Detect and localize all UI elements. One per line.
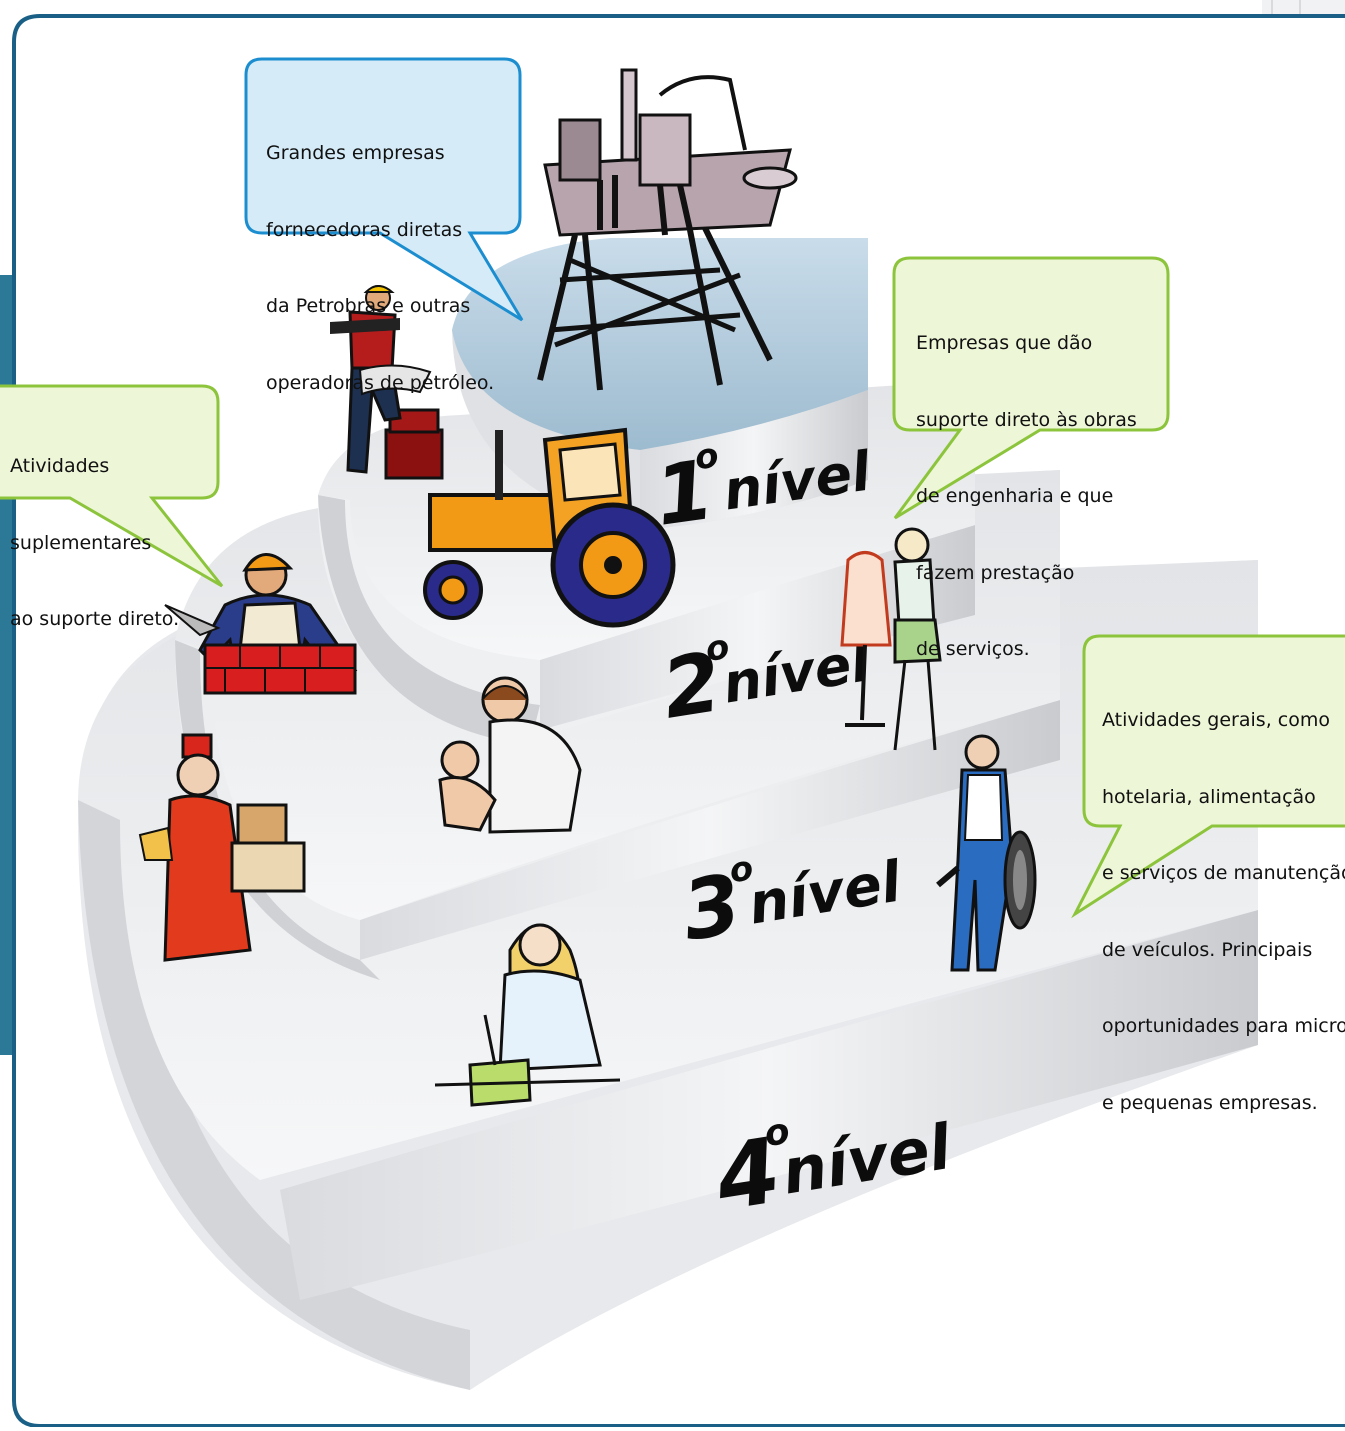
bubble-top-line: operadoras de petróleo. (266, 371, 495, 394)
cook-icon (434, 923, 621, 1107)
bubble-left-line: ao suporte direto. (10, 608, 180, 630)
bubble-far-right-text: Atividades gerais, como hotelaria, alime… (1102, 657, 1345, 1142)
bubble-right-text: Empresas que dão suporte direto às obras… (916, 280, 1137, 688)
bubble-far-right-line: de veículos. Principais (1102, 938, 1313, 961)
bubble-far-right-line: Atividades gerais, como (1102, 709, 1330, 731)
bubble-top-line: fornecedoras diretas (266, 218, 463, 241)
level-label-3: 3 o nível (676, 848, 906, 960)
svg-text:o: o (692, 435, 721, 478)
bubble-right-line: fazem prestação (916, 561, 1075, 584)
bubble-left-text: Atividades suplementares ao suporte dire… (10, 403, 179, 658)
bubble-far-right-line: oportunidades para micro (1102, 1015, 1345, 1037)
bubble-far-right-line: e serviços de manutenção (1102, 862, 1345, 884)
bubble-top-text: Grandes empresas fornecedoras diretas da… (266, 90, 494, 422)
bubble-left-line: Atividades (10, 455, 110, 477)
tailor-icon (840, 527, 942, 751)
bellhop-icon (138, 733, 306, 962)
bubble-top-line: Grandes empresas (266, 142, 445, 164)
bubble-right-line: de engenharia e que (916, 485, 1114, 507)
doctor-icon (438, 676, 582, 834)
bubble-far-right-line: hotelaria, alimentação (1102, 785, 1316, 808)
mechanic-icon (936, 734, 1037, 972)
bubble-right-line: de serviços. (916, 638, 1030, 660)
bubble-far-right-shape (1071, 634, 1345, 919)
bubble-top-shape (244, 57, 524, 322)
bubble-left-line: suplementares (10, 531, 152, 554)
surveyor-worker-icon (330, 285, 444, 480)
tractor-icon (423, 427, 676, 628)
bubble-right-line: Empresas que dão (916, 332, 1093, 354)
bricklayer-icon (164, 553, 358, 695)
bubble-left-shape (0, 384, 224, 588)
bubble-top-line: da Petrobras e outras (266, 295, 471, 317)
bubble-right-line: suporte direto às obras (916, 408, 1137, 431)
oil-platform-icon (537, 68, 798, 391)
bubble-far-right-line: e pequenas empresas. (1102, 1091, 1318, 1114)
bubble-right-shape (892, 256, 1170, 520)
